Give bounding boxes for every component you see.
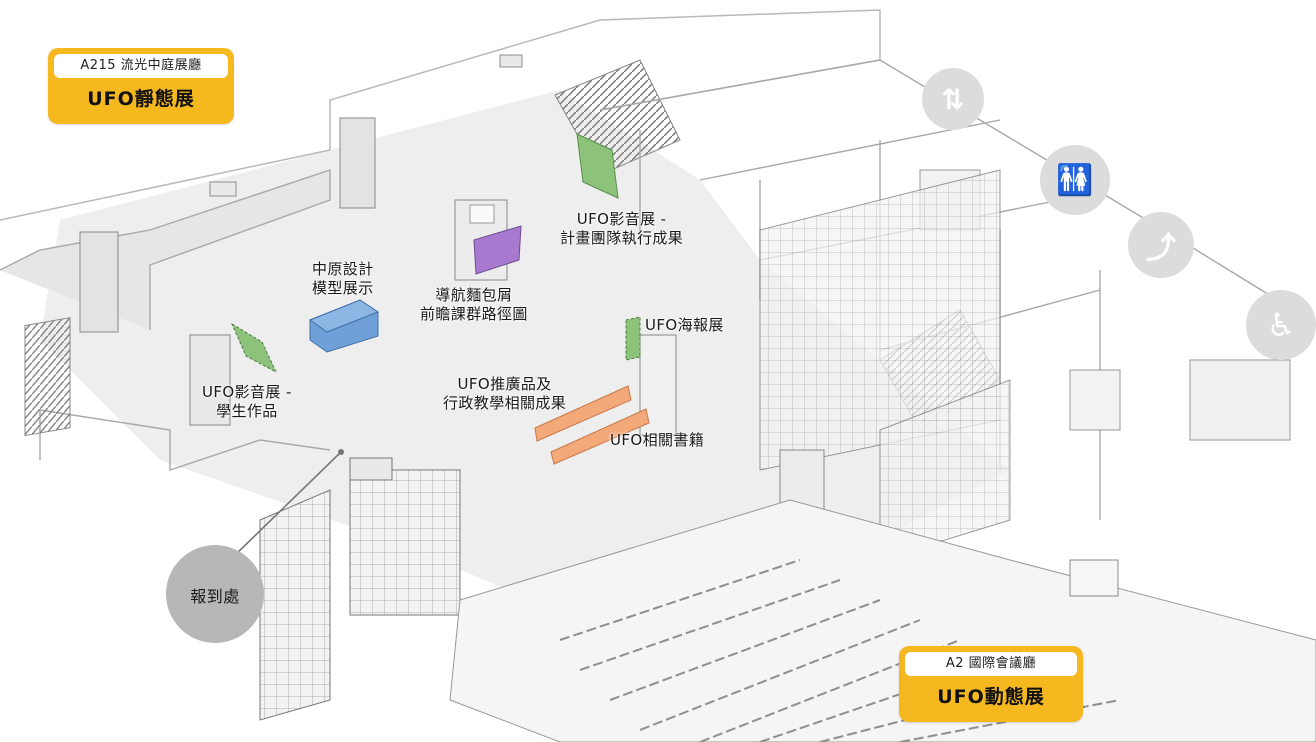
escalator-icon: ⤴: [1128, 212, 1194, 278]
label-line: UFO推廣品及: [457, 375, 552, 393]
label-line: 行政教學相關成果: [443, 394, 567, 412]
exhibit-marker-ufo-promo: [534, 385, 632, 442]
exhibit-label-ufo-books: UFO相關書籍: [610, 431, 704, 450]
exhibition-title: UFO動態展: [937, 686, 1045, 708]
checkin-pointer: [231, 451, 342, 559]
left-column: [339, 117, 376, 209]
checkin-label: 報到處: [190, 587, 240, 606]
label-line: UFO海報展: [645, 316, 724, 334]
exhibit-marker-ufo-av-student: [230, 322, 278, 374]
label-line: UFO影音展 -: [576, 210, 667, 228]
exhibit-label-ufo-promo: UFO推廣品及 行政教學相關成果: [443, 375, 566, 413]
right-wall-panel: [1189, 359, 1291, 441]
left-column: [189, 334, 231, 426]
atrium-pillar: [349, 457, 393, 481]
room-name: A215 流光中庭展廳: [54, 54, 228, 78]
wheelchair-icon: ♿: [1246, 290, 1316, 360]
exhibit-label-ufo-av-student: UFO影音展 - 學生作品: [202, 383, 292, 421]
exhibit-label-design-model: 中原設計 模型展示: [312, 260, 374, 298]
exhibit-label-ufo-poster: UFO海報展: [645, 316, 724, 335]
exhibit-marker-navigation-map: [473, 225, 522, 275]
auditorium-block: [449, 499, 1316, 742]
room-badge-a2: A2 國際會議廳 UFO動態展: [899, 646, 1083, 722]
room-name: A2 國際會議廳: [905, 652, 1077, 676]
label-line: 計畫團隊執行成果: [560, 229, 684, 247]
auditorium-rows: [559, 559, 1121, 742]
upper-pillar: [209, 181, 237, 197]
left-column: [79, 231, 119, 333]
glass-facade: [259, 489, 331, 721]
elevator-icon: ⇅: [922, 68, 984, 130]
label-line: 學生作品: [216, 402, 278, 420]
exhibit-marker-design-model-top: [308, 299, 380, 333]
exhibition-title: UFO靜態展: [87, 88, 195, 110]
left-stair: [24, 317, 71, 437]
room-badge-a215: A215 流光中庭展廳 UFO靜態展: [48, 48, 234, 124]
stage-block: [1069, 559, 1119, 597]
glass-facade: [349, 469, 461, 616]
checkin-pointer-dot: [338, 449, 344, 455]
exhibit-label-navigation-map: 導航麵包屑 前瞻課群路徑圖: [420, 286, 528, 324]
label-line: UFO相關書籍: [610, 431, 705, 449]
atrium-floor: [40, 90, 1010, 612]
label-line: 中原設計: [312, 260, 374, 278]
exhibit-marker-ufo-poster: [625, 316, 641, 361]
label-line: 前瞻課群路徑圖: [420, 305, 528, 323]
label-line: 模型展示: [312, 279, 374, 297]
upper-pillar: [499, 54, 523, 68]
restroom-icon: 🚻: [1040, 145, 1110, 215]
label-line: UFO影音展 -: [202, 383, 292, 401]
right-wall-panel: [1069, 369, 1121, 431]
glass-facade: [879, 379, 1011, 561]
checkin-point: 報到處: [166, 545, 264, 643]
exhibit-label-ufo-av-team: UFO影音展 - 計畫團隊執行成果: [560, 210, 683, 248]
exhibit-marker-ufo-books: [550, 408, 650, 465]
label-line: 導航麵包屑: [435, 286, 513, 304]
exhibit-marker-ufo-av-team: [576, 133, 619, 199]
